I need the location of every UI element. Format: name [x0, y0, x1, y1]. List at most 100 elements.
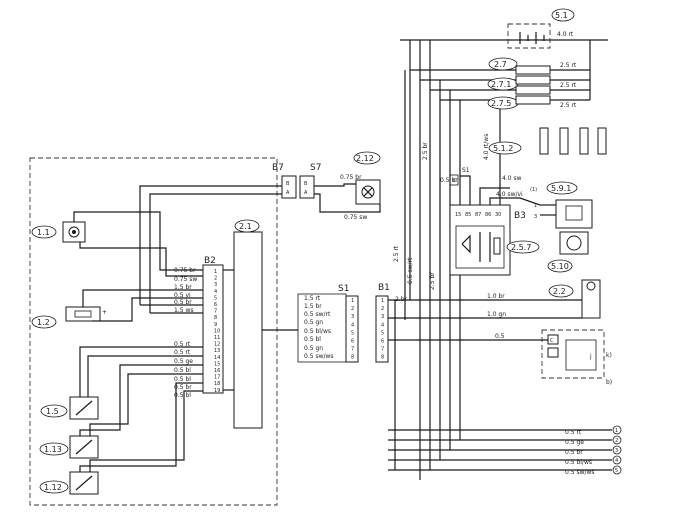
s1-wire-block	[297, 293, 347, 363]
s1-pins-label: 5	[351, 330, 354, 336]
b3-pin-label: 30	[495, 212, 501, 218]
svg-text:0.5 br: 0.5 br	[174, 299, 192, 306]
svg-text:0.5 ge: 0.5 ge	[174, 358, 193, 365]
svg-text:1.0 gn: 1.0 gn	[487, 311, 506, 318]
b2-wire-labels: 0.75 br 0.75 sw 1.5 br 0.5 vi 0.5 br 1.5…	[174, 267, 197, 399]
component-1-12: 1.12	[39, 471, 99, 495]
ref-2-7: 2.7	[494, 60, 507, 69]
fuse-2-7: 2.7	[488, 57, 551, 75]
s1-pins-label: 4	[351, 322, 354, 328]
b2-pins-label: 3	[214, 282, 217, 288]
b2-pins-label: 6	[214, 302, 217, 308]
b2-pins-label: 1	[214, 269, 217, 275]
svg-text:0.5 bl: 0.5 bl	[174, 392, 191, 399]
component-5-9-1: 5.9.1 1 3 (1)	[530, 181, 593, 229]
svg-text:0.5 sw/ws: 0.5 sw/ws	[304, 353, 334, 360]
svg-text:0.75 br: 0.75 br	[340, 174, 362, 181]
component-5-10: 5.10	[547, 231, 589, 273]
b2-pins-label: 8	[214, 315, 217, 321]
fuse-2-7-1: 2.7.1	[487, 75, 551, 91]
ref-5-10: 5.10	[551, 262, 569, 271]
svg-text:0.5 gn: 0.5 gn	[304, 345, 323, 352]
svg-text:1.5 ws: 1.5 ws	[174, 307, 193, 314]
svg-text:2.5 br: 2.5 br	[422, 142, 429, 160]
b1-pins-label: 5	[381, 330, 384, 336]
svg-text:2.5 br: 2.5 br	[429, 272, 436, 290]
b3-pin-label: 15	[455, 212, 461, 218]
ref-1-5: 1.5	[46, 407, 59, 416]
svg-text:0.5 bl: 0.5 bl	[174, 367, 191, 374]
svg-text:(1): (1)	[530, 187, 537, 193]
b2-pins-label: 13	[214, 348, 220, 354]
svg-text:C: C	[550, 338, 554, 344]
svg-text:4: 4	[615, 458, 618, 464]
control-unit-enclosure	[29, 157, 278, 506]
b1-pins-label: 3	[381, 314, 384, 320]
svg-text:S1: S1	[462, 167, 470, 174]
svg-text:b): b)	[606, 379, 612, 386]
b7-label: B7	[272, 163, 284, 173]
svg-text:2.5 rt: 2.5 rt	[393, 245, 400, 262]
ref-1-1: 1.1	[37, 228, 50, 237]
b2-pins-label: 14	[214, 355, 220, 361]
b1-pins-label: 1	[381, 298, 384, 304]
svg-text:2.5 rt: 2.5 rt	[560, 82, 577, 89]
s1-pins-label: 1	[351, 298, 354, 304]
svg-text:0.5 bl/ws: 0.5 bl/ws	[565, 459, 592, 466]
right-wire-labels: 4.0 rt 2.5 rt 2.5 rt 2.5 rt 4.0 rt/ws 4.…	[393, 31, 577, 340]
b1-pins-label: 6	[381, 339, 384, 345]
svg-text:0.5 rt: 0.5 rt	[174, 349, 191, 356]
svg-text:0.5 sw/rt: 0.5 sw/rt	[407, 257, 414, 284]
b2-pins-label: 11	[214, 335, 220, 341]
ref-2-7-1: 2.7.1	[491, 80, 511, 89]
b2-pins-label: 4	[214, 289, 217, 295]
b2-pins-label: 7	[214, 309, 217, 315]
svg-text:C: C	[453, 178, 457, 184]
b2-pins-label: 19	[214, 388, 220, 394]
svg-text:3: 3	[615, 448, 618, 454]
svg-text:A: A	[304, 190, 308, 196]
component-k-b: C j k) b)	[541, 329, 612, 386]
svg-text:0.5 br: 0.5 br	[440, 177, 458, 184]
ref-1-2: 1.2	[37, 318, 50, 327]
b2-pins-label: 10	[214, 328, 220, 334]
svg-text:0.5: 0.5	[495, 333, 505, 340]
b2-pins-label: 16	[214, 368, 220, 374]
svg-text:3: 3	[534, 214, 537, 220]
s1-pins-label: 8	[351, 355, 354, 361]
ref-2-12: 2.12	[356, 154, 374, 163]
svg-text:2.5 rt: 2.5 rt	[560, 62, 577, 69]
svg-text:A: A	[286, 190, 290, 196]
svg-text:0.5 bl: 0.5 bl	[304, 336, 321, 343]
left-wiring	[73, 185, 282, 472]
svg-text:k): k)	[606, 352, 612, 359]
svg-text:0.75 br: 0.75 br	[174, 267, 196, 274]
s1-label: S1	[338, 284, 349, 294]
b3-pin-label: 85	[465, 212, 471, 218]
bottom-wire-labels: 0.5 rt 0.5 ge 0.5 br 0.5 bl/ws 0.5 sw/ws	[565, 429, 595, 476]
svg-text:1.0 br: 1.0 br	[487, 293, 505, 300]
svg-text:1.5 br: 1.5 br	[304, 303, 322, 310]
ref-2-7-5: 2.7.5	[491, 99, 511, 108]
component-2-1: 2.1	[223, 219, 263, 429]
ref-2-2: 2.2	[553, 287, 566, 296]
svg-text:0.5 rt: 0.5 rt	[174, 341, 191, 348]
svg-text:4.0 rt: 4.0 rt	[557, 31, 574, 38]
svg-text:0.5 bl/ws: 0.5 bl/ws	[304, 328, 331, 335]
svg-text:0.5 vi: 0.5 vi	[174, 292, 191, 299]
ref-5-1: 5.1	[555, 11, 568, 20]
svg-text:0.5 br: 0.5 br	[174, 384, 192, 391]
component-1-2: + 1.2	[31, 306, 107, 329]
svg-text:0.5 gn: 0.5 gn	[304, 319, 323, 326]
svg-text:+: +	[102, 309, 107, 316]
svg-text:2.5 rt: 2.5 rt	[560, 102, 577, 109]
b2-pins-label: 17	[214, 375, 220, 381]
ref-2-1: 2.1	[239, 222, 252, 231]
b2-pins-label: 9	[214, 322, 217, 328]
component-2-2: 2.2	[548, 279, 601, 319]
svg-text:j: j	[589, 353, 592, 360]
svg-text:5: 5	[615, 468, 618, 474]
